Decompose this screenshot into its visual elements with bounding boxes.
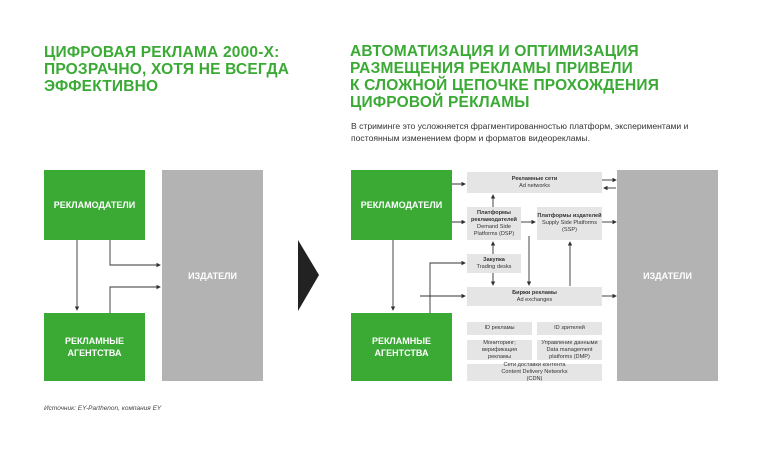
ad-networks-box: Рекламные сети Ad networks — [467, 172, 602, 193]
cdn-box: Сети доставки контента Content Delivery … — [467, 362, 602, 382]
right-agencies-box: Рекламные агентства — [351, 313, 452, 381]
trading-desks-box: Закупка Trading desks — [467, 254, 521, 273]
ad-id-box: ID рекламы — [467, 322, 532, 335]
exchanges-title: Биржи рекламы — [512, 289, 557, 296]
dmp-box: Управление данными Data management platf… — [537, 340, 602, 360]
right-subtitle: В стриминге это усложняется фрагментиров… — [351, 121, 689, 143]
left-advertisers-box: Рекламодатели — [44, 170, 145, 240]
left-arrow-adv-to-pub — [109, 240, 161, 268]
dsp-box: Платформы рекламодателей Demand Side Pla… — [467, 207, 521, 240]
left-publishers-box: Издатели — [162, 170, 263, 381]
source-note: Источник: EY-Parthenon, компания EY — [44, 405, 162, 412]
monitoring-box: Мониторинг; верификация рекламы — [467, 340, 532, 360]
dsp-sub: Demand Side Platforms (DSP) — [473, 223, 515, 237]
ssp-title: Платформы издателей — [537, 213, 602, 219]
trading-sub: Trading desks — [476, 263, 512, 270]
trading-title: Закупка — [483, 256, 505, 263]
ad-exchanges-box: Биржи рекламы Ad exchanges — [467, 287, 602, 306]
ssp-box: Платформы издателей Supply Side Platform… — [537, 207, 602, 240]
arrow-agency-to-trading — [429, 260, 466, 313]
left-arrow-agency-to-pub — [109, 284, 161, 313]
dsp-title: Платформы рекламодателей — [470, 209, 517, 223]
exchanges-sub: Ad exchanges — [516, 296, 553, 303]
transition-chevron — [298, 240, 319, 311]
ssp-sub: Supply Side Platforms (SSP) — [541, 220, 598, 233]
left-agencies-box: Рекламные агентства — [44, 313, 145, 381]
ad-networks-sub: Ad networks — [519, 182, 550, 189]
viewer-id-box: ID зрителей — [537, 322, 602, 335]
left-title: Цифровая реклама 2000-х: прозрачно, хотя… — [44, 44, 290, 95]
right-advertisers-box: Рекламодатели — [351, 170, 452, 240]
right-title: Автоматизация и оптимизация размещения р… — [350, 43, 660, 111]
right-publishers-box: Издатели — [617, 170, 718, 381]
ad-networks-title: Рекламные сети — [511, 175, 558, 182]
